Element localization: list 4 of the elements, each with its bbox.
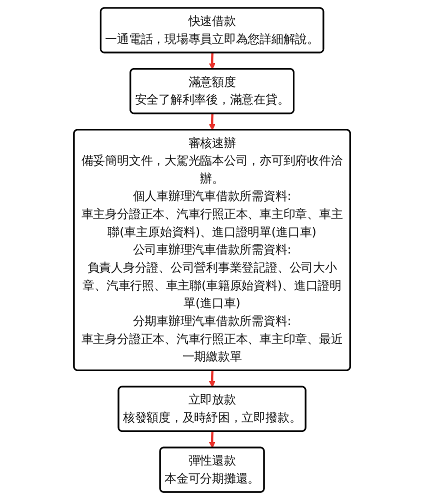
arrow [209, 52, 216, 70]
arrow [209, 431, 216, 448]
arrow [209, 114, 216, 130]
arrow [209, 370, 216, 388]
